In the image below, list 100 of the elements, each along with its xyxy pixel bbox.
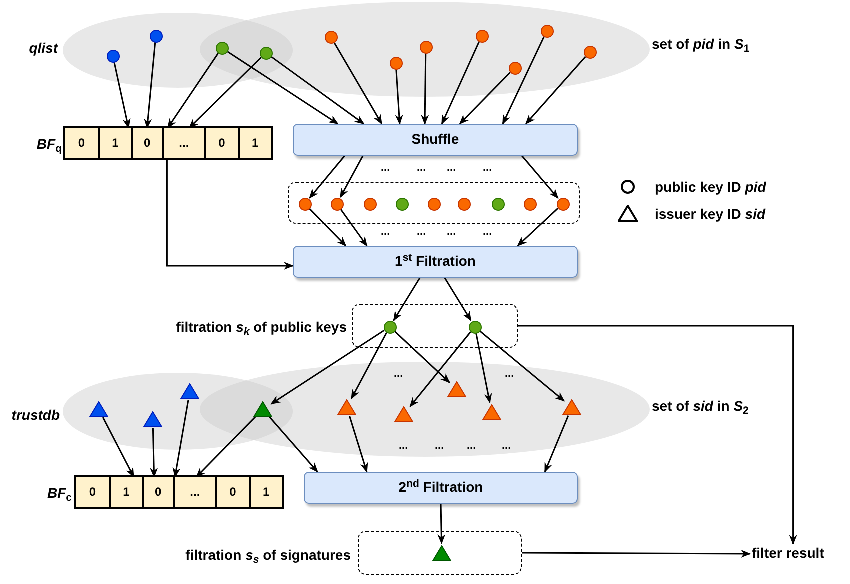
ellipsis-label: ...	[417, 227, 426, 237]
arrow	[444, 278, 472, 322]
triangle-marker	[562, 399, 582, 416]
arrow	[518, 325, 798, 546]
dot-marker	[476, 30, 488, 42]
process-box: Shuffle	[293, 124, 578, 156]
set-label: qlist	[28, 40, 58, 56]
dot-marker	[556, 198, 570, 210]
dot-marker	[584, 46, 596, 58]
arrow	[525, 56, 586, 125]
process-box: 2$^{nd}$ Filtration	[304, 472, 578, 504]
arrow	[268, 416, 318, 473]
set-label: set of sid in S$_{2}$	[652, 398, 749, 414]
ellipsis-label: ...	[381, 163, 390, 173]
dot-marker	[420, 40, 432, 54]
dot-marker	[468, 320, 482, 334]
ellipsis-label: ...	[435, 441, 444, 451]
arrow	[167, 52, 220, 129]
dot-marker	[508, 62, 522, 74]
dot-marker	[458, 198, 470, 210]
triangle-marker	[394, 406, 414, 423]
bit-cell: ...	[173, 477, 216, 507]
group-label: filtration s$_{k}$ of public keys	[175, 319, 347, 335]
triangle-marker	[253, 401, 273, 418]
arrow	[459, 72, 511, 125]
dot-marker	[428, 198, 440, 210]
ellipsis-label: ...	[417, 163, 426, 173]
arrow	[348, 416, 368, 473]
triangle-marker	[482, 404, 502, 421]
bit-cell: 0	[65, 128, 98, 158]
ellipsis-label: ...	[447, 227, 456, 237]
triangle-marker	[180, 383, 200, 400]
triangle-marker	[432, 545, 452, 562]
dot-marker	[384, 320, 396, 334]
ellipsis-label: ...	[447, 163, 456, 173]
ellipsis-label: ...	[399, 441, 408, 451]
bit-cell: 0	[215, 477, 249, 507]
arrow	[144, 42, 156, 129]
bit-cell: 0	[204, 128, 238, 158]
arrow	[308, 208, 347, 247]
arrow	[502, 36, 545, 125]
arrow	[394, 330, 450, 384]
arrow	[395, 69, 404, 125]
dot-marker	[492, 198, 504, 210]
arrow	[188, 57, 262, 129]
dashed-group-box	[288, 182, 580, 224]
ellipsis-label: ...	[467, 441, 476, 451]
dot-marker	[364, 198, 376, 210]
set-label: set of pid in S$_{1}$	[652, 36, 750, 52]
arrow	[166, 160, 294, 270]
array-label: BF$_{c}$	[46, 485, 72, 501]
arrow	[114, 62, 131, 129]
arrow	[517, 208, 559, 247]
arrow	[410, 332, 472, 408]
dot-marker	[524, 198, 536, 210]
arrow	[340, 208, 368, 247]
arrow	[309, 156, 346, 199]
bit-cell: 1	[238, 128, 271, 158]
bit-cell: ...	[162, 128, 204, 158]
dot-marker	[106, 50, 120, 62]
triangle-marker	[143, 411, 163, 428]
arrow	[421, 53, 430, 125]
arrow	[522, 156, 559, 200]
bit-cell: 1	[248, 477, 282, 507]
arrow	[351, 332, 388, 400]
bit-cell: 0	[142, 477, 174, 507]
arrow	[480, 330, 566, 402]
ellipsis-label: ...	[381, 227, 390, 237]
process-box: 1$^{st}$ Filtration	[293, 246, 578, 278]
dot-marker	[330, 198, 344, 210]
arrow	[476, 333, 492, 404]
arrow	[270, 56, 365, 125]
ellipsis-label: ...	[502, 441, 512, 451]
bit-cell: 1	[109, 477, 142, 507]
arrow	[172, 400, 190, 478]
arrow	[441, 42, 480, 125]
arrow	[196, 415, 258, 478]
triangle-marker	[447, 381, 467, 398]
dot-marker	[324, 30, 338, 44]
triangle-marker	[89, 401, 109, 418]
triangle-marker	[337, 399, 357, 416]
arrow	[226, 50, 339, 125]
bit-cell: 0	[76, 477, 110, 507]
bit-cell: 0	[130, 128, 162, 158]
legend-label: public key ID pid	[655, 179, 766, 195]
dot-marker	[540, 24, 554, 38]
arrow	[334, 42, 383, 125]
arrow	[270, 330, 385, 405]
set-label: trustdb	[10, 407, 60, 423]
arrow	[340, 156, 364, 198]
ellipsis-label: ...	[394, 369, 404, 379]
dot-marker	[396, 198, 408, 210]
ellipsis-label: ...	[483, 163, 492, 173]
dot-marker	[260, 46, 272, 60]
dot-marker	[216, 42, 228, 54]
arrow	[522, 550, 752, 558]
arrow	[102, 417, 135, 478]
legend-label: issuer key ID sid	[655, 206, 766, 222]
arrow	[393, 278, 421, 322]
dot-marker	[390, 56, 402, 70]
